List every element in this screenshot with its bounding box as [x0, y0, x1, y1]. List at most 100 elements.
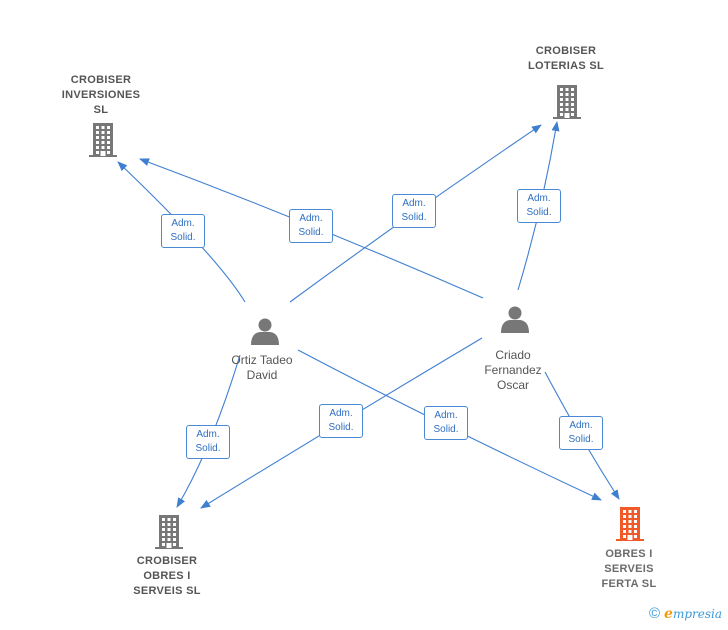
building-window	[623, 520, 626, 523]
building-window	[96, 136, 99, 139]
building-window	[628, 525, 632, 528]
building-window	[101, 136, 105, 139]
building-window	[560, 103, 563, 106]
building-door	[627, 535, 633, 540]
building-icon[interactable]	[553, 85, 581, 119]
building-window	[162, 518, 165, 521]
company-name[interactable]: CROBISER OBRES I SERVEIS SL	[133, 555, 201, 597]
building-window	[162, 543, 165, 546]
building-window	[628, 510, 632, 513]
person-name[interactable]: Criado Fernandez Oscar	[484, 348, 542, 392]
building-window	[565, 88, 569, 91]
building-window	[173, 543, 176, 546]
building-window	[167, 518, 171, 521]
building-window	[634, 530, 637, 533]
building-window	[96, 141, 99, 144]
company-name[interactable]: CROBISER INVERSIONES SL	[61, 74, 141, 116]
person-icon[interactable]	[251, 318, 279, 346]
building-window	[167, 538, 171, 541]
building-door	[100, 151, 106, 156]
person-icon[interactable]	[501, 306, 529, 334]
building-window	[173, 518, 176, 521]
company-name[interactable]: CROBISER LOTERIAS SL	[527, 45, 605, 72]
building-window	[565, 98, 569, 101]
building-window	[173, 538, 176, 541]
building-window	[623, 510, 626, 513]
building-window	[107, 131, 110, 134]
building-window	[628, 515, 632, 518]
footer-brand: © empresia	[649, 605, 722, 622]
building-window	[162, 523, 165, 526]
building-window	[634, 515, 637, 518]
edge-label[interactable]: Adm. Solid.	[517, 189, 561, 223]
building-window	[107, 151, 110, 154]
building-window	[634, 535, 637, 538]
person-body	[501, 320, 529, 333]
building-window	[96, 146, 99, 149]
building-window	[634, 520, 637, 523]
brand-logo[interactable]: empresia	[664, 605, 722, 622]
edge-label[interactable]: Adm. Solid.	[424, 406, 468, 440]
building-window	[96, 131, 99, 134]
building-window	[571, 113, 574, 116]
building-window	[571, 98, 574, 101]
building-window	[634, 525, 637, 528]
building-window	[571, 108, 574, 111]
building-window	[628, 530, 632, 533]
building-window	[560, 108, 563, 111]
building-window	[101, 146, 105, 149]
building-window	[162, 538, 165, 541]
edge-label[interactable]: Adm. Solid.	[186, 425, 230, 459]
building-door	[166, 543, 172, 548]
building-window	[162, 528, 165, 531]
building-window	[173, 528, 176, 531]
building-window	[634, 510, 637, 513]
building-window	[560, 88, 563, 91]
building-door	[564, 113, 570, 118]
building-window	[96, 151, 99, 154]
building-window	[173, 523, 176, 526]
building-icon[interactable]	[155, 515, 183, 549]
building-window	[107, 141, 110, 144]
building-window	[565, 108, 569, 111]
person-head	[258, 318, 272, 332]
edge-label[interactable]: Adm. Solid.	[392, 194, 436, 228]
building-window	[560, 98, 563, 101]
company-name[interactable]: OBRES I SERVEIS FERTA SL	[601, 548, 657, 590]
person-body	[251, 332, 279, 345]
building-window	[173, 533, 176, 536]
building-window	[101, 126, 105, 129]
building-window	[107, 126, 110, 129]
building-window	[623, 535, 626, 538]
person-head	[508, 306, 522, 320]
edge-label[interactable]: Adm. Solid.	[161, 214, 205, 248]
building-window	[571, 88, 574, 91]
edge-label[interactable]: Adm. Solid.	[289, 209, 333, 243]
building-window	[560, 93, 563, 96]
nodes-layer	[89, 85, 644, 549]
building-window	[623, 515, 626, 518]
building-window	[101, 131, 105, 134]
building-icon[interactable]	[89, 123, 117, 157]
building-window	[571, 93, 574, 96]
building-window	[565, 93, 569, 96]
building-window	[167, 523, 171, 526]
building-window	[560, 113, 563, 116]
building-window	[107, 136, 110, 139]
building-window	[96, 126, 99, 129]
building-window	[101, 141, 105, 144]
building-window	[162, 533, 165, 536]
building-window	[167, 528, 171, 531]
building-window	[623, 525, 626, 528]
building-window	[628, 520, 632, 523]
person-name[interactable]: Ortiz Tadeo David	[231, 353, 293, 382]
edge-label[interactable]: Adm. Solid.	[319, 404, 363, 438]
copyright-icon: ©	[648, 605, 661, 622]
building-window	[571, 103, 574, 106]
building-window	[107, 146, 110, 149]
building-window	[623, 530, 626, 533]
building-window	[167, 533, 171, 536]
building-window	[565, 103, 569, 106]
building-icon[interactable]	[616, 507, 644, 541]
edge-label[interactable]: Adm. Solid.	[559, 416, 603, 450]
